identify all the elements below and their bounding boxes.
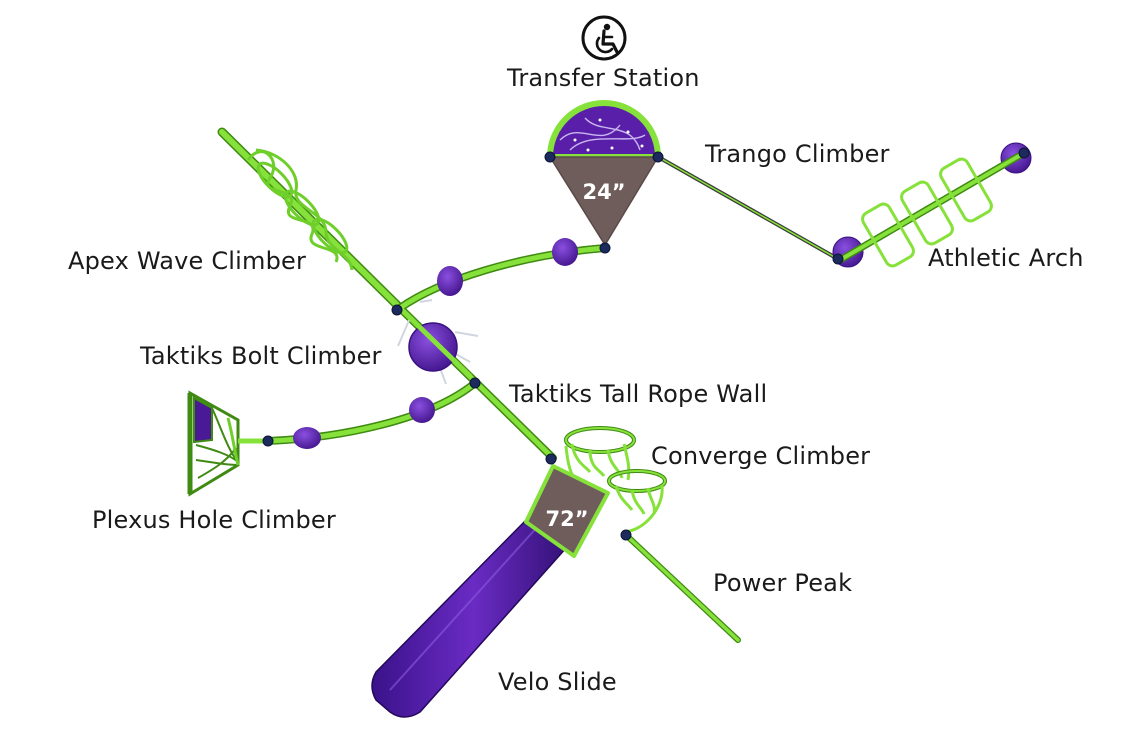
transfer-station: 24” [546, 100, 662, 247]
label-transfer-station: Transfer Station [507, 64, 700, 92]
label-converge-climber: Converge Climber [651, 442, 871, 470]
taktiks-bolt-climber [397, 299, 479, 385]
label-taktiks-tall-rope-wall: Taktiks Tall Rope Wall [509, 380, 768, 408]
label-taktiks-bolt-climber: Taktiks Bolt Climber [140, 342, 382, 370]
main-deck-height: 72” [545, 507, 588, 531]
athletic-arch [832, 142, 1032, 268]
main-deck: 72” [524, 464, 610, 558]
label-apex-wave-climber: Apex Wave Climber [68, 247, 307, 275]
apex-wave-climber [217, 127, 405, 313]
connector-clamps [262, 147, 1030, 541]
lower-arc-walkway [264, 379, 479, 449]
label-power-peak: Power Peak [713, 569, 853, 597]
label-velo-slide: Velo Slide [498, 668, 617, 696]
label-athletic-arch: Athletic Arch [928, 244, 1084, 272]
plexus-hole-climber [187, 390, 268, 497]
wheelchair-icon [581, 15, 627, 61]
label-plexus-hole-climber: Plexus Hole Climber [92, 506, 336, 534]
converge-climber [564, 426, 667, 534]
power-peak [623, 532, 741, 643]
transfer-deck-height: 24” [582, 180, 625, 204]
upper-arc-walkway [396, 238, 609, 312]
trango-climber [659, 156, 839, 261]
label-trango-climber: Trango Climber [705, 140, 890, 168]
